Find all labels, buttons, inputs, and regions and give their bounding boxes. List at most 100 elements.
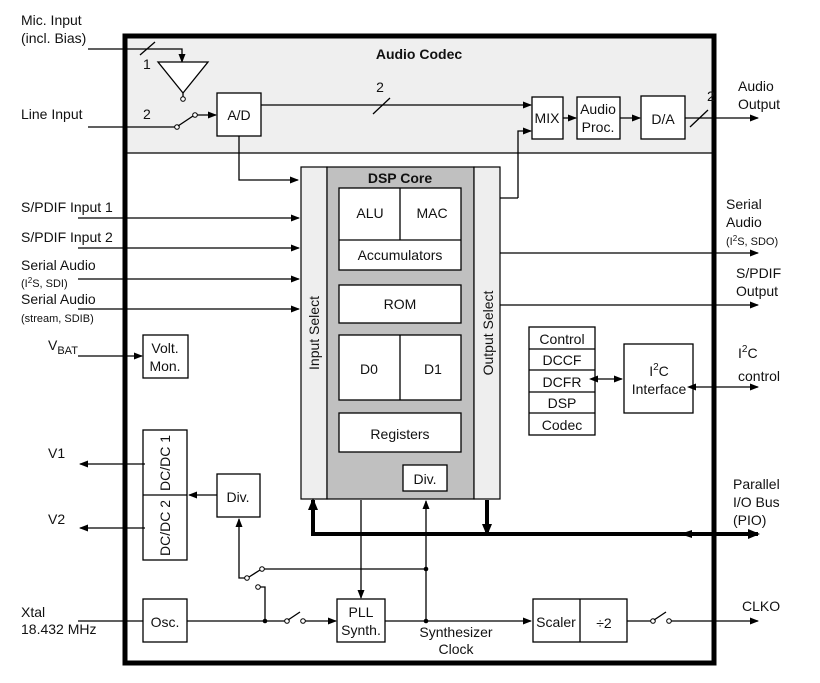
pll-label: PLL (349, 604, 374, 620)
spdif-output-label: S/PDIF (736, 265, 781, 281)
volt-mon-block (142, 334, 189, 379)
register-control: Control (539, 331, 584, 347)
ad-converter-block (216, 92, 262, 137)
i2c-control-sublabel: control (738, 368, 780, 384)
ad-to-input-select-line (238, 136, 299, 184)
mic-amplifier-icon (156, 61, 210, 95)
rom-label: ROM (384, 296, 417, 312)
da-converter-block (640, 95, 686, 140)
switch-terminal (244, 575, 250, 581)
dcdc2-label: DC/DC 2 (157, 500, 173, 556)
i2c-interface-label: I2C (649, 362, 669, 379)
mac-label: MAC (416, 205, 447, 221)
out-bus-width: 2 (707, 88, 715, 104)
input-select-label: Input Select (306, 296, 322, 370)
input-switch-icon[interactable] (177, 115, 194, 127)
accumulators-label: Accumulators (358, 247, 443, 263)
mix-block (531, 96, 564, 140)
serial-audio-in-2-sublabel: (stream, SDIB) (21, 313, 94, 325)
dsp-div-block (402, 464, 448, 492)
i2c-control-label: I2C (738, 344, 758, 361)
vbat-label: VBAT (48, 337, 78, 357)
dsp-to-mix-line (517, 127, 532, 198)
audio-output-sublabel: Output (738, 96, 780, 112)
mic-bus-slash (139, 41, 156, 56)
pio-label: Parallel (733, 476, 780, 492)
pio-label-2: I/O Bus (733, 494, 780, 510)
power-div-block (216, 473, 261, 518)
switch-terminal (259, 566, 265, 572)
pio-label-3: (PIO) (733, 512, 766, 528)
audio-proc-block (576, 96, 621, 140)
amp-out-terminal (180, 96, 186, 102)
i2c-interface-sublabel: Interface (632, 381, 687, 397)
register-stack: Control DCCF DCFR DSP Codec (528, 326, 596, 436)
osc-to-switch-line (260, 586, 266, 621)
spdif-output-sublabel: Output (736, 283, 778, 299)
serial-audio-out-sublabel: (I2S, SDO) (726, 234, 778, 248)
mix-label: MIX (535, 110, 561, 126)
dsp-core-title: DSP Core (368, 170, 433, 186)
junction-dot (262, 618, 268, 624)
pio-bus (311, 500, 760, 539)
switch-terminal (666, 618, 672, 624)
clko-label: CLKO (742, 598, 780, 614)
serial-audio-in-1-sublabel: (I2S, SDI) (21, 276, 68, 290)
register-dccf: DCCF (543, 352, 582, 368)
volt-mon-label-2: Mon. (149, 358, 180, 374)
ad-bus-width: 2 (376, 79, 384, 95)
da-label: D/A (651, 111, 675, 127)
xtal-freq-label: 18.432 MHz (21, 621, 96, 637)
scaler-label: Scaler (536, 614, 576, 630)
pll-bypass-switch-icon[interactable] (287, 611, 301, 621)
mic-input-sublabel: (incl. Bias) (21, 30, 86, 46)
div-source-switch-icon[interactable] (248, 569, 261, 578)
xtal-label: Xtal (21, 604, 45, 620)
volt-mon-label-1: Volt. (151, 340, 178, 356)
ad-bus-slash (372, 97, 391, 115)
synth-clock-label: Synthesizer (419, 624, 492, 640)
mic-input-line (88, 48, 186, 63)
switch-terminal (255, 584, 261, 590)
chip-frame (122, 33, 717, 666)
out-bus-slash (689, 109, 709, 128)
line-input-label: Line Input (21, 106, 83, 122)
output-select-block (473, 166, 501, 500)
d0-label: D0 (360, 361, 378, 377)
pio-bidir-arrow (680, 530, 692, 538)
clko-switch-icon[interactable] (653, 611, 667, 621)
spdif-input-2-label: S/PDIF Input 2 (21, 229, 113, 245)
registers-block (338, 412, 462, 453)
audio-proc-label-2: Proc. (582, 119, 615, 135)
div2-label: ÷2 (596, 615, 612, 631)
audio-codec-title: Audio Codec (376, 46, 463, 62)
registers-label: Registers (370, 426, 429, 442)
register-dcfr: DCFR (543, 374, 582, 390)
v1-label: V1 (48, 445, 65, 461)
mic-bus-width: 1 (143, 56, 151, 72)
audio-output-label: Audio (738, 78, 774, 94)
output-select-label: Output Select (480, 290, 496, 375)
register-dsp: DSP (548, 395, 577, 411)
osc-block (142, 598, 188, 643)
d1-label: D1 (424, 361, 442, 377)
i2c-interface-block (623, 343, 694, 414)
dcdc1-label: DC/DC 1 (157, 435, 173, 491)
serial-audio-in-2-label: Serial Audio (21, 291, 96, 307)
serial-audio-in-1-label: Serial Audio (21, 257, 96, 273)
power-div-label: Div. (226, 489, 249, 505)
osc-label: Osc. (151, 614, 180, 630)
register-stack-frame (528, 326, 596, 436)
spdif-input-1-label: S/PDIF Input 1 (21, 199, 113, 215)
junction-dot (423, 566, 429, 572)
pll-sublabel: Synth. (341, 622, 381, 638)
alu-label: ALU (356, 205, 383, 221)
switch-to-div-line (235, 518, 247, 579)
junction-dot (423, 618, 429, 624)
serial-audio-out-label: Serial (726, 196, 762, 212)
rom-block (338, 284, 462, 324)
audio-proc-label-1: Audio (580, 101, 616, 117)
synth-clock-sublabel: Clock (438, 641, 474, 657)
serial-audio-out-label-2: Audio (726, 214, 762, 230)
